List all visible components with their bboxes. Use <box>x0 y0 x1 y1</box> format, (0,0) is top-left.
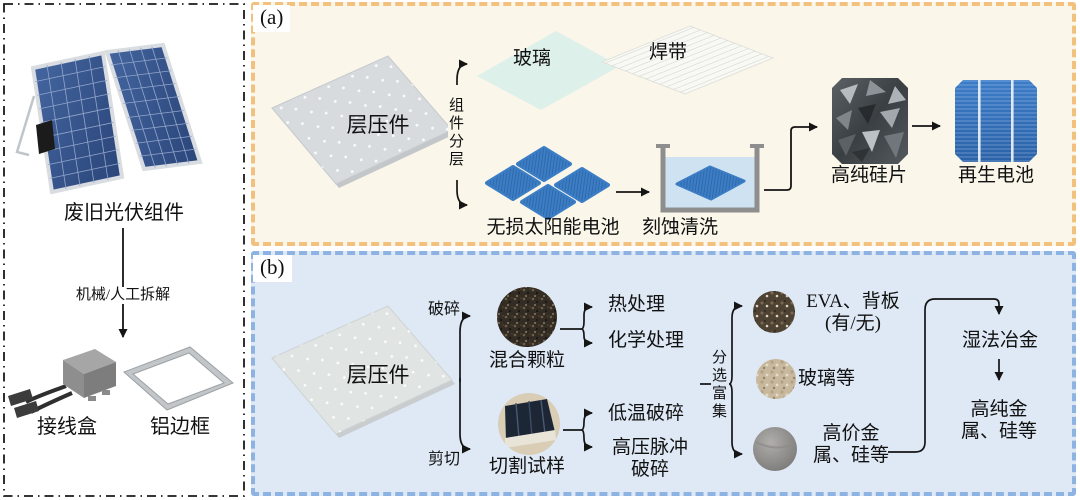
eva-backsheet-label: EVA、背板 (有/无) <box>806 291 900 334</box>
sorting-label: 分选富集 <box>710 337 729 433</box>
panel-a-tag: (a) <box>253 5 291 32</box>
cryogenic-label: 低温破碎 <box>608 403 685 424</box>
glass-etc-label: 玻璃等 <box>798 368 856 389</box>
junction-box-illustration <box>8 349 116 418</box>
etch-to-wafer-arrow <box>764 122 818 191</box>
glass-sheet-illustration <box>477 31 620 110</box>
waste-module-label: 废旧光伏组件 <box>64 202 184 224</box>
pulse-crushing-label: 高压脉冲 破碎 <box>611 437 688 480</box>
etching-label: 刻蚀清洗 <box>641 217 718 238</box>
aluminium-frame-illustration <box>123 346 234 411</box>
cut-sample-label: 切割试样 <box>488 456 565 477</box>
intact-cells-label: 无损太阳能电池 <box>486 217 620 238</box>
glass-label: 玻璃 <box>512 48 551 69</box>
mixed-particles-label: 混合颗粒 <box>488 350 565 371</box>
regenerated-cell-illustration <box>955 80 1037 162</box>
metal-to-hydromet-arrow <box>888 298 1004 453</box>
product-label: 高纯金 属、硅等 <box>960 399 1037 442</box>
delamination-label: 组件分层 <box>447 85 466 180</box>
laminate-b-illustration <box>271 305 455 438</box>
intact-cells-illustration <box>485 146 610 220</box>
disassembly-label: 机械/人工拆解 <box>61 287 185 305</box>
left-panel-border <box>3 3 245 497</box>
metal-fraction-label: 高价金 属、硅等 <box>812 423 889 466</box>
eva-backsheet-illustration <box>753 291 795 333</box>
heat-treatment-label: 热处理 <box>608 294 666 315</box>
laminate-a-label: 层压件 <box>346 113 410 137</box>
delamination-bracket <box>456 59 468 210</box>
etch-tank-illustration <box>656 144 764 213</box>
sample-fork <box>563 408 593 452</box>
ribbon-label: 焊带 <box>648 42 687 63</box>
chemical-treatment-label: 化学处理 <box>608 330 685 351</box>
crushing-label: 破碎 <box>427 301 460 318</box>
cut-sample-illustration <box>498 393 560 455</box>
silicon-wafer-illustration <box>832 78 908 164</box>
shearing-label: 剪切 <box>427 451 460 468</box>
frame-label: 铝边框 <box>150 416 210 438</box>
solder-ribbon-illustration <box>600 25 775 95</box>
regen-cell-label: 再生电池 <box>957 165 1034 186</box>
wafer-label: 高纯硅片 <box>830 165 907 186</box>
laminate-a-illustration <box>271 55 455 188</box>
mixed-fork <box>560 302 593 348</box>
mixed-particles-illustration <box>497 287 557 347</box>
solar-module-illustration <box>17 45 200 192</box>
laminate-b-label: 层压件 <box>346 363 410 387</box>
junction-box-label: 接线盒 <box>37 416 97 438</box>
crush-shear-bracket <box>459 311 471 454</box>
hydromet-label: 湿法冶金 <box>961 330 1038 351</box>
glass-fraction-illustration <box>756 359 796 399</box>
metal-fraction-illustration <box>753 427 797 471</box>
panel-b-tag: (b) <box>253 255 292 282</box>
